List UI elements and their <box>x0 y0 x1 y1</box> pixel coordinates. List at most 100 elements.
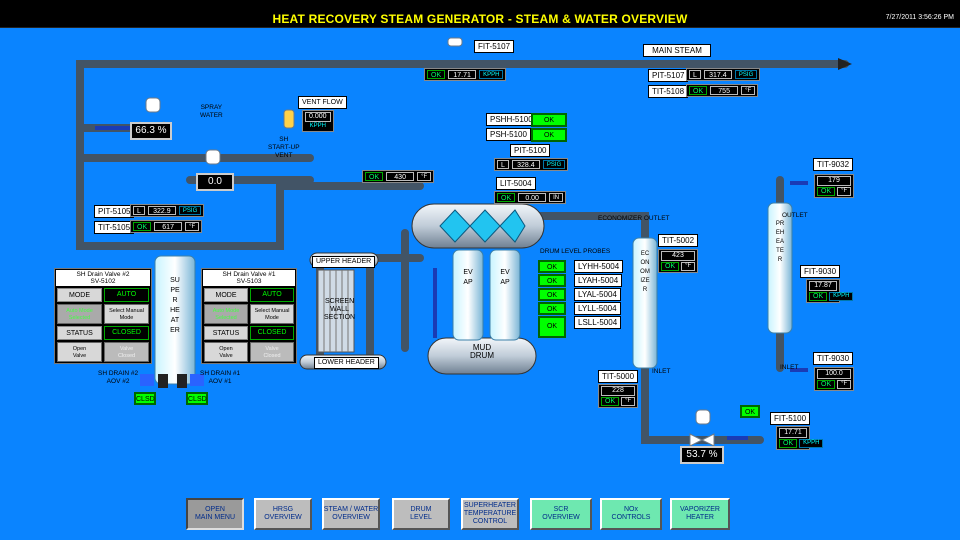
drum-temp-unit: °F <box>417 172 432 181</box>
sh2-open-valve-button[interactable]: Open Valve <box>57 342 102 362</box>
tit5000-readout[interactable]: 228 OK °F <box>598 384 638 408</box>
tit5002-unit: °F <box>681 262 696 271</box>
fit5107-tag: FIT-5107 <box>474 40 515 53</box>
nav-hrsg-overview[interactable]: HRSG OVERVIEW <box>254 498 312 530</box>
tit5105-readout[interactable]: OK 617 °F <box>130 220 203 233</box>
process-screen: FIT-5107 OK 17.71 KPPH MAIN STEAM PIT-51… <box>0 28 960 540</box>
drum-temp-value: 430 <box>386 172 415 181</box>
drum-temp-readout[interactable]: OK 430 °F <box>362 170 435 183</box>
lyll5004-tag: LYLL-5004 <box>574 302 621 315</box>
tit9032-unit: °F <box>837 187 852 196</box>
sh2-status-label: STATUS <box>57 326 102 340</box>
upper-header-label: UPPER HEADER <box>312 256 376 268</box>
sh-drain-2-status: CLSD <box>134 392 156 405</box>
lyhh5004-status: OK <box>538 260 566 273</box>
nav-nox-controls[interactable]: NOx CONTROLS <box>600 498 662 530</box>
nav-drum-level[interactable]: DRUM LEVEL <box>392 498 450 530</box>
lsll5004-status: OK <box>538 316 566 338</box>
nav-steam-water-overview[interactable]: STEAM / WATER OVERVIEW <box>322 498 380 530</box>
sh2-mode-value: AUTO <box>104 288 149 302</box>
tit5000-unit: °F <box>621 397 636 406</box>
tit5002-readout[interactable]: 423 OK °F <box>658 249 698 273</box>
vent-flow-readout[interactable]: 0.000 KPPH <box>302 110 334 132</box>
pit5107-readout[interactable]: L 317.4 PSIG <box>686 68 761 81</box>
nav-superheater-temp-control[interactable]: SUPERHEATER TEMPERATURE CONTROL <box>461 498 519 530</box>
drum-level-probes-title: DRUM LEVEL PROBES <box>540 248 611 255</box>
tit9030-readout[interactable]: 100.0 OK °F <box>814 367 854 391</box>
sh2-manual-mode-button[interactable]: Select Manual Mode <box>104 304 149 324</box>
tit5000-tag: TIT-5000 <box>598 370 639 383</box>
pit5105-readout[interactable]: L 322.9 PSIG <box>130 204 205 217</box>
nav-vaporizer-heater[interactable]: VAPORIZER HEATER <box>670 498 730 530</box>
nav-open-main-menu[interactable]: OPEN MAIN MENU <box>186 498 244 530</box>
pit5107-tag: PIT-5107 <box>648 69 689 82</box>
screen-wall-shape <box>317 269 355 353</box>
sh-startup-vent-label: SH START-UP VENT <box>268 136 300 159</box>
lit5004-readout[interactable]: OK 0.00 IN <box>494 191 567 204</box>
pit5107-unit: PSIG <box>734 70 758 79</box>
sh2-auto-mode-button[interactable]: Auto Mode Selected <box>57 304 102 324</box>
fit5100-value: 17.71 <box>779 428 807 438</box>
psh5100-tag: PSH-5100 <box>486 128 531 141</box>
spray-valve-position[interactable]: 66.3 % <box>130 122 172 140</box>
lit5004-tag: LIT-5004 <box>496 177 536 190</box>
tit5002-status: OK <box>661 262 680 271</box>
tit9030-tag: TIT-9030 <box>813 352 854 365</box>
drain-valves <box>140 374 204 388</box>
tit5002-tag: TIT-5002 <box>658 234 699 247</box>
fit5100-unit: KPPH <box>799 439 824 448</box>
sh1-status-label: STATUS <box>204 326 248 340</box>
lyah5004-tag: LYAH-5004 <box>574 274 623 287</box>
fit5107-value: 17.71 <box>448 70 477 79</box>
sh2-status-value: CLOSED <box>104 326 149 340</box>
tit9032-readout[interactable]: 179 OK °F <box>814 174 854 198</box>
lit5004-value: 0.00 <box>518 193 547 202</box>
preheater-inlet-label: INLET <box>780 364 799 371</box>
sh1-mode-value: AUTO <box>250 288 294 302</box>
fit5100-readout[interactable]: 17.71 OK KPPH <box>776 426 824 450</box>
lsll5004-tag: LSLL-5004 <box>574 316 622 329</box>
sh1-title: SH Drain Valve #1 SV-5103 <box>203 270 295 286</box>
sh1-manual-mode-button[interactable]: Select Manual Mode <box>250 304 294 324</box>
lyal5004-tag: LYAL-5004 <box>574 288 621 301</box>
sh2-valve-closed-button[interactable]: Valve Closed <box>104 342 149 362</box>
startup-vent-position[interactable]: 0.0 <box>196 173 234 191</box>
economizer-label: ECONOMIZER <box>640 251 650 293</box>
vent-flow-unit: KPPH <box>305 123 331 130</box>
tit9032-status: OK <box>817 187 836 196</box>
sh-drain-1-status: CLSD <box>186 392 208 405</box>
tit5105-value: 617 <box>154 222 183 231</box>
economizer-inlet-label: INLET <box>652 368 671 375</box>
coil-banks <box>154 202 793 385</box>
tit9030-unit: °F <box>837 380 852 389</box>
fit5107-readout[interactable]: OK 17.71 KPPH <box>424 68 507 81</box>
drum-temp-status: OK <box>365 172 384 181</box>
sh2-title: SH Drain Valve #2 SV-5102 <box>56 270 150 286</box>
pit5105-tag: PIT-5105 <box>94 205 135 218</box>
tit5108-readout[interactable]: OK 755 °F <box>686 84 759 97</box>
tit5105-unit: °F <box>185 222 200 231</box>
tit5002-value: 423 <box>661 251 695 261</box>
tit5000-value: 228 <box>601 386 635 396</box>
economizer-outlet-label: ECONOMIZER OUTLET <box>598 215 670 222</box>
feedwater-valve-position[interactable]: 53.7 % <box>680 446 724 464</box>
nav-scr-overview[interactable]: SCR OVERVIEW <box>530 498 592 530</box>
sh1-auto-mode-button[interactable]: Auto Mode Selected <box>204 304 248 324</box>
pit5107-quality: L <box>689 70 701 79</box>
tit5108-unit: °F <box>741 86 756 95</box>
sh1-open-valve-button[interactable]: Open Valve <box>204 342 248 362</box>
sh1-valve-closed-button[interactable]: Valve Closed <box>250 342 294 362</box>
psh5100-status: OK <box>531 128 567 142</box>
lit5004-unit: IN <box>549 193 564 202</box>
preheater-outlet-label: OUTLET <box>782 212 808 219</box>
tit5108-status: OK <box>689 86 708 95</box>
pshh5100-tag: PSHH-5100 <box>486 113 537 126</box>
main-steam-tag: MAIN STEAM <box>643 44 711 57</box>
tit5108-value: 755 <box>710 86 739 95</box>
fit9030-readout[interactable]: 17.87 OK KPPH <box>806 279 854 303</box>
fit9030-value: 17.87 <box>809 281 837 291</box>
tit5108-tag: TIT-5108 <box>648 85 689 98</box>
pit5100-readout[interactable]: L 328.4 PSIG <box>494 158 569 171</box>
pit5100-quality: L <box>497 160 509 169</box>
tit5105-status: OK <box>133 222 152 231</box>
